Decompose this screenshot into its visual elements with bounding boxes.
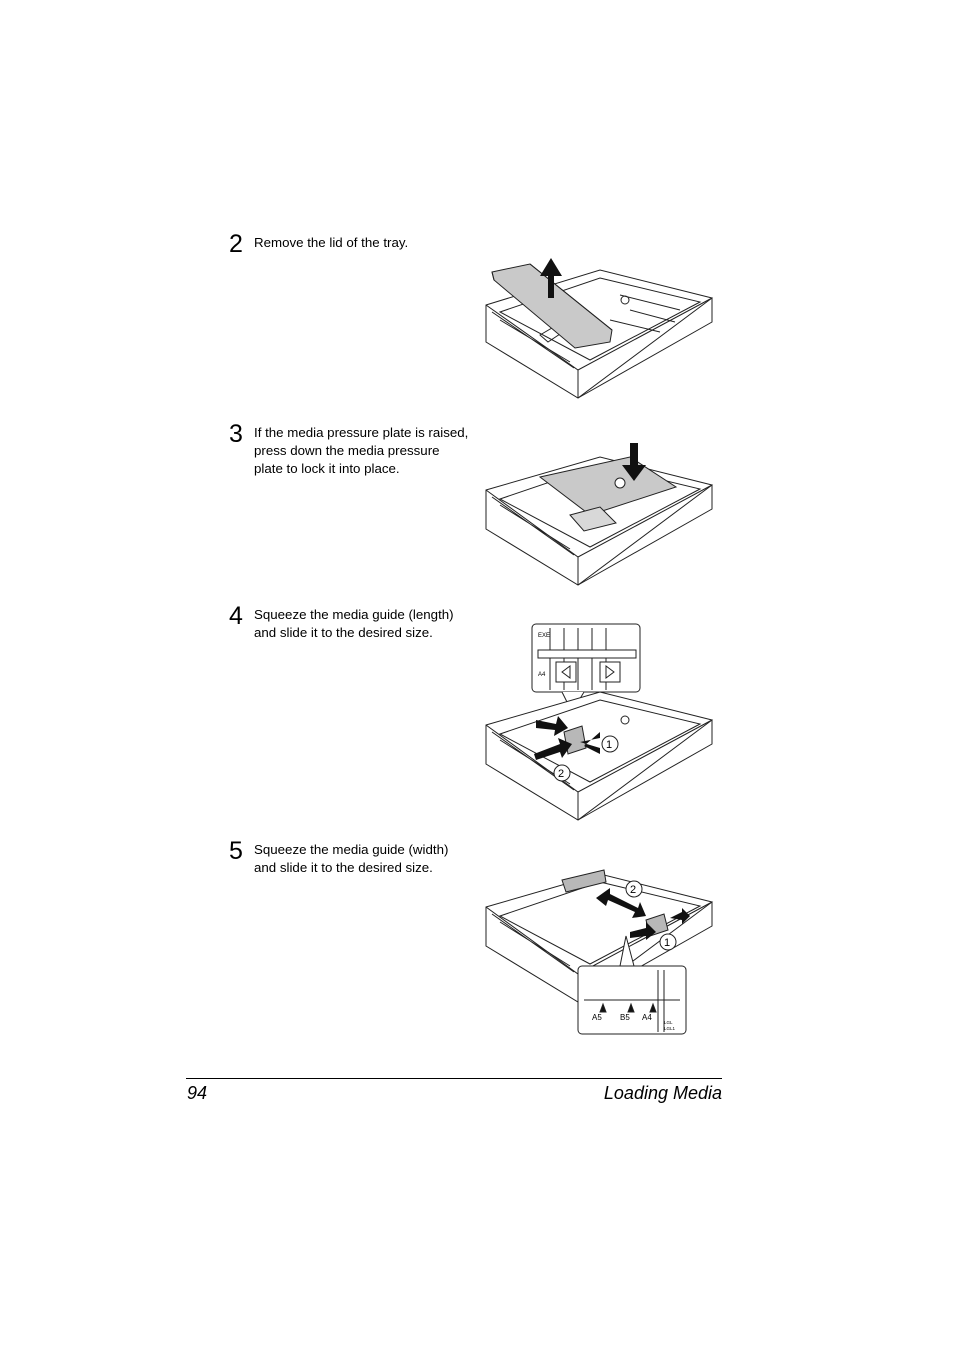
callout-label-lgl1: LGL1	[664, 1026, 676, 1031]
length-guide-illustration: EXE A4 1 2	[485, 623, 714, 821]
callout-label-a4: A4	[538, 672, 546, 678]
step-number: 5	[229, 837, 243, 865]
marker-1: 1	[606, 739, 612, 751]
step-number: 4	[229, 602, 243, 630]
callout-label-exe: EXE	[538, 633, 550, 639]
tray-lid-removal-illustration	[485, 258, 714, 399]
step-text: Squeeze the media guide (width) and slid…	[254, 842, 449, 875]
footer-rule	[186, 1078, 722, 1079]
page-number: 94	[187, 1083, 208, 1103]
callout-label-b5: B5	[620, 1013, 630, 1022]
marker-2: 2	[558, 768, 564, 780]
step-number: 3	[229, 420, 243, 448]
step-number: 2	[229, 230, 243, 258]
callout-label-lgl: LGL	[664, 1020, 673, 1025]
marker-1: 1	[664, 937, 670, 949]
callout-label-a4: A4	[642, 1013, 652, 1022]
step-text: Squeeze the media guide (length) and sli…	[254, 607, 454, 640]
marker-2: 2	[630, 884, 636, 896]
pressure-plate-illustration	[485, 443, 714, 586]
footer-section-title: Loading Media	[603, 1083, 722, 1103]
step-text: Remove the lid of the tray.	[254, 235, 409, 250]
callout-label-a5: A5	[592, 1013, 602, 1022]
width-guide-illustration: 2 1 A5 B5 A4 LGL LGL1	[485, 869, 714, 1035]
step-text: If the media pressure plate is raised, p…	[254, 425, 469, 476]
